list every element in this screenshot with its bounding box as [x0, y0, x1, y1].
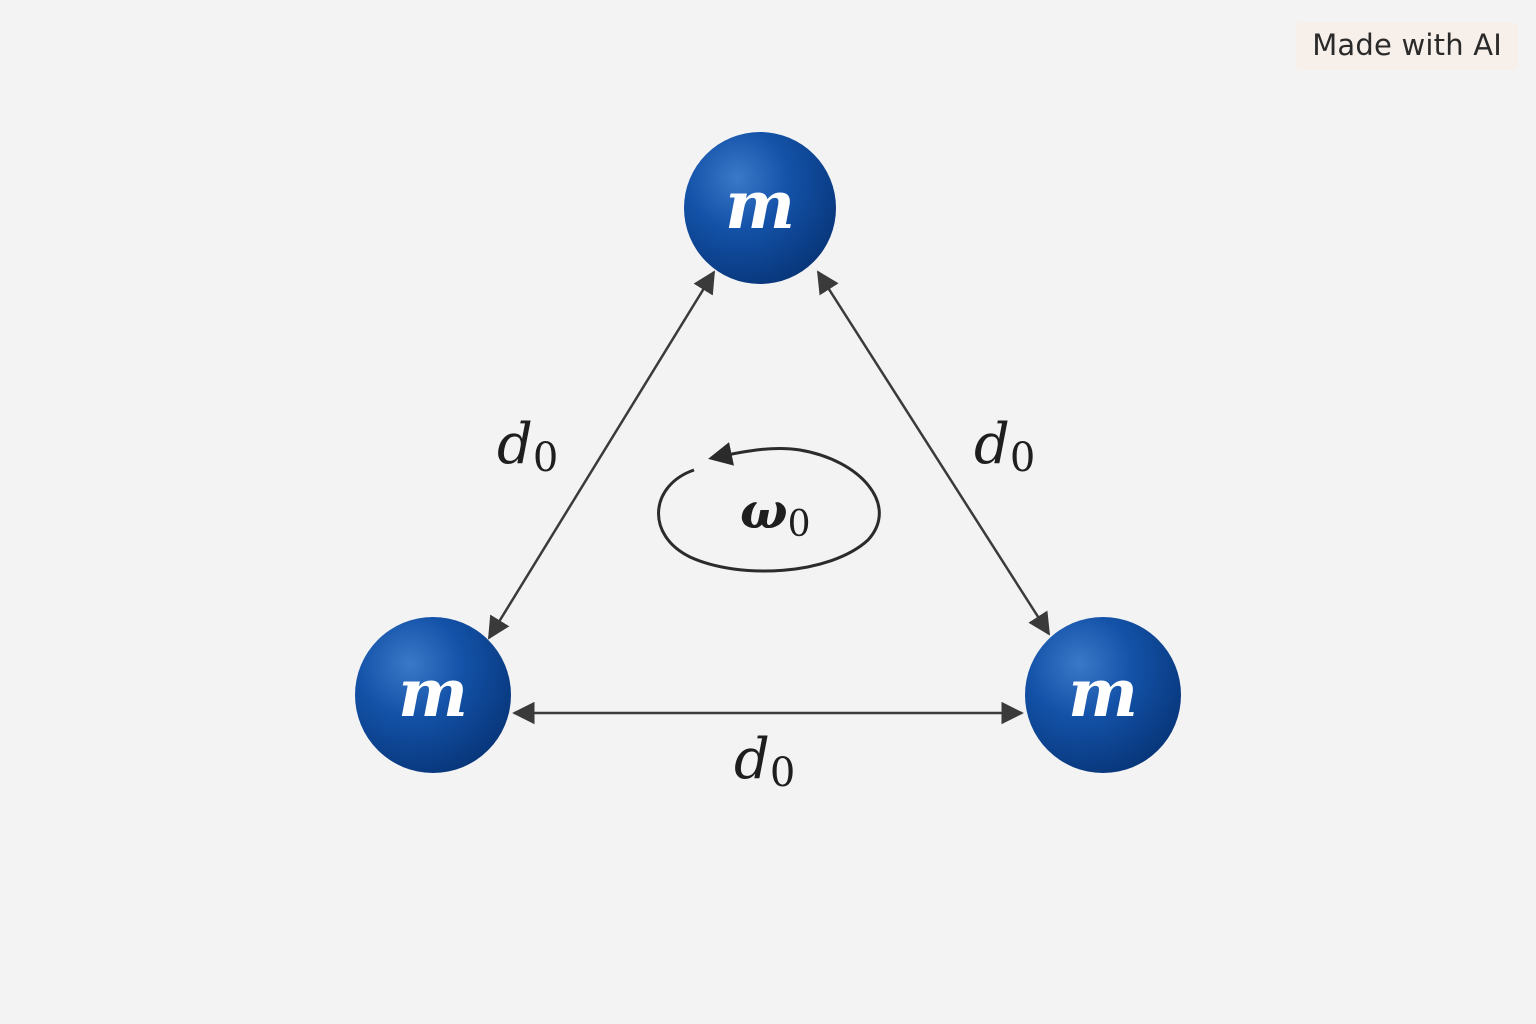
rotation-arrow-icon	[657, 442, 881, 573]
bottom-distance-label: d0	[734, 727, 795, 796]
made-with-ai-badge: Made with AI	[1296, 22, 1518, 70]
mass-bottom-left-label: m	[398, 654, 468, 732]
angular-velocity-label: ω0	[740, 481, 811, 545]
mass-bottom-right-label: m	[1068, 654, 1138, 732]
left-distance-arrow	[487, 270, 716, 640]
left-distance-label: d0	[497, 412, 558, 481]
mass-bottom-left: m	[355, 617, 511, 773]
mass-top-label: m	[725, 166, 795, 244]
mass-bottom-right: m	[1025, 617, 1181, 773]
mass-top: m	[684, 132, 836, 284]
right-distance-label: d0	[974, 412, 1035, 481]
right-distance-arrow	[816, 270, 1051, 636]
